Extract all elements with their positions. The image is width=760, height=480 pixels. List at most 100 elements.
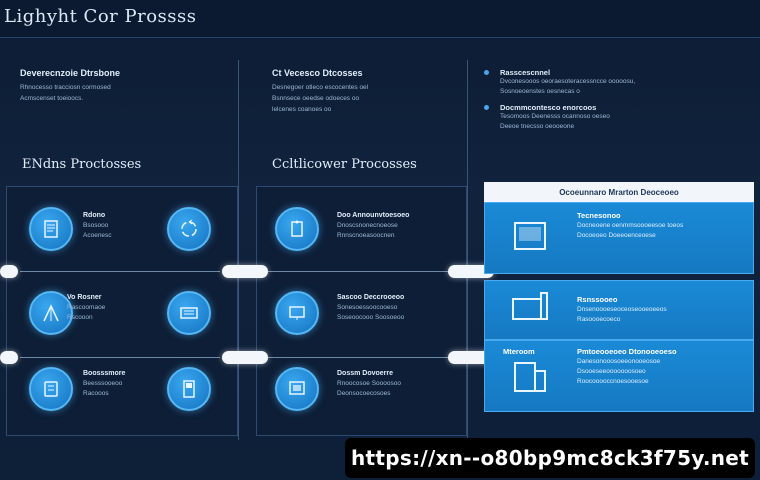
process-row: Rdono Bsosooo Acoenesc xyxy=(7,207,237,267)
tablet-icon xyxy=(514,222,546,250)
column-line: Acmscenset toeioocs. xyxy=(20,95,84,102)
clipboard-icon[interactable] xyxy=(275,207,319,251)
row-line: Sonesoessoocooeso xyxy=(337,304,398,311)
flow-connector xyxy=(20,271,220,272)
bullet-heading: Docmmcontesco enorcoos xyxy=(500,103,597,112)
info-card-heading: Tecnesonoo xyxy=(577,211,621,220)
row-text: Sascoo Deccrooeoo Sonesoessoocooeso Sose… xyxy=(337,293,404,323)
info-card[interactable]: Rsnssooeo Dnsenoooeseoceoseooeoeeos Raso… xyxy=(484,280,754,340)
row-line: Acoenesc xyxy=(83,232,112,239)
process-row: Sascoo Deccrooeoo Sonesoessoocooeso Sose… xyxy=(257,291,466,351)
flow-connector xyxy=(20,357,220,358)
column-divider xyxy=(467,60,468,440)
info-card-side-label: Mteroom xyxy=(503,347,535,357)
row-line: Rascoomaoe xyxy=(67,304,106,311)
recycle-icon[interactable] xyxy=(167,207,211,251)
url-banner[interactable]: https://xn--o80bp9mc8ck3f75y.net xyxy=(345,438,755,478)
machine-icon[interactable] xyxy=(167,291,211,335)
document-icon[interactable] xyxy=(29,207,73,251)
row-text: Doo Announvtoesoeo Dnoscsnonecnoeose Rnn… xyxy=(337,211,409,241)
bullet-list: Rasscescnnel Dvconesooos oeoraesoteraces… xyxy=(484,68,754,138)
bullet-item: Docmmcontesco enorcoos Tesomoos Deenesss… xyxy=(484,103,754,132)
flow-node-handle[interactable] xyxy=(222,351,268,364)
process-row: Vo Rosner Rascoomaoe Rscooon xyxy=(7,291,237,351)
process-row: Dossm Dovoerre Rnoocosoe Soooosoo Deonso… xyxy=(257,367,466,427)
bullet-item: Rasscescnnel Dvconesooos oeoraesoteraces… xyxy=(484,68,754,97)
process-row: Boosssmore Beesssooeoo Racooos xyxy=(7,367,237,427)
column-line: Rhnocesso tracciosn cormosed xyxy=(20,84,111,91)
row-text: Dossm Dovoerre Rnoocosoe Soooosoo Deonso… xyxy=(337,369,401,399)
row-line: Beesssooeoo xyxy=(83,380,123,387)
bullet-line: Dvconesooos oeoraesoteracessncce ooooosu… xyxy=(500,78,636,85)
terminal-icon xyxy=(512,292,548,320)
info-card-line: Docneoene oenmmsoooeesoe toeos xyxy=(577,222,684,229)
bullet-dot-icon xyxy=(484,70,489,75)
info-card-heading: Pmtoeooeoeo Dtonooeoeso xyxy=(577,347,677,356)
column-line: Desnegoer otleco escocentes oel xyxy=(272,84,369,91)
screen-icon[interactable] xyxy=(275,367,319,411)
kiosk-terminal-icon xyxy=(514,362,546,392)
info-card-line: Dnsenoooeseoceoseooeoeeos xyxy=(577,306,667,313)
process-panel-middle: Doo Announvtoesoeo Dnoscsnonecnoeose Rnn… xyxy=(256,186,467,436)
info-card-line: Dsooeseeooooooosoeo xyxy=(577,368,646,375)
column-heading: Ct Vecesco Dtcosses xyxy=(272,68,363,78)
column-header-middle: Ct Vecesco Dtcosses Desnegoer otleco esc… xyxy=(272,68,482,115)
column-line: Bsnnsece oeedse odoeces oo xyxy=(272,95,360,102)
bullet-line: Tesomoos Deenesss ocannoso oeseo xyxy=(500,113,610,120)
side-label: Mteroom xyxy=(503,347,535,356)
monitor-icon[interactable] xyxy=(275,291,319,335)
flow-connector xyxy=(268,271,448,272)
info-card-line: Roocooooccnoesooesoe xyxy=(577,378,649,385)
app-title: Lighyht Cor Prossss xyxy=(4,6,197,27)
column-line: lelcenes coanoes oo xyxy=(272,106,332,113)
row-line: Bsosooo xyxy=(83,222,109,229)
blue-panel-header: Ocoeunnaro Mrarton Deoceoeo xyxy=(484,182,754,202)
row-text: Vo Rosner Rascoomaoe Rscooon xyxy=(67,293,105,323)
row-heading: Dossm Dovoerre xyxy=(337,370,394,377)
flow-node-handle[interactable] xyxy=(448,351,494,364)
flow-node-handle[interactable] xyxy=(0,265,18,278)
row-line: Dnoscsnonecnoeose xyxy=(337,222,398,229)
row-text: Rdono Bsosooo Acoenesc xyxy=(83,211,112,241)
row-line: Deonsocoecosoes xyxy=(337,390,391,397)
gate-icon[interactable] xyxy=(29,291,73,335)
row-text: Boosssmore Beesssooeoo Racooos xyxy=(83,369,125,399)
kiosk-icon[interactable] xyxy=(167,367,211,411)
info-card-line: Rasoooecoeco xyxy=(577,316,621,323)
section-title-middle: Ccltlicower Procosses xyxy=(272,157,417,172)
bullet-dot-icon xyxy=(484,105,489,110)
flow-node-handle[interactable] xyxy=(0,351,18,364)
info-card-text: Rsnssooeo Dnsenoooeseoceoseooeoeeos Raso… xyxy=(577,295,667,325)
flow-node-handle[interactable] xyxy=(222,265,268,278)
info-card[interactable]: Tecnesonoo Docneoene oenmmsoooeesoe toeo… xyxy=(484,202,754,274)
section-title-left: ENdns Proctosses xyxy=(22,157,142,172)
info-card-text: Pmtoeooeoeo Dtonooeoeso Danesonooosoeeon… xyxy=(577,347,677,387)
row-heading: Vo Rosner xyxy=(67,294,102,301)
row-heading: Doo Announvtoesoeo xyxy=(337,212,410,219)
bullet-line: Sosnoeoenstes oesnecas o xyxy=(500,88,580,95)
info-card-text: Tecnesonoo Docneoene oenmmsoooeesoe toeo… xyxy=(577,211,683,241)
row-heading: Boosssmore xyxy=(83,370,126,377)
column-header-left: Deverecnzoie Dtrsbone Rhnocesso traccios… xyxy=(20,68,230,104)
bullet-heading: Rasscescnnel xyxy=(500,68,551,77)
column-heading: Deverecnzoie Dtrsbone xyxy=(20,68,121,78)
database-icon[interactable] xyxy=(29,367,73,411)
flow-connector xyxy=(268,357,448,358)
info-card[interactable]: Mteroom Pmtoeooeoeo Dtonooeoeso Danesono… xyxy=(484,340,754,412)
row-line: Racooos xyxy=(83,390,109,397)
row-heading: Sascoo Deccrooeoo xyxy=(337,294,405,301)
info-card-line: Danesonooosoeeonooeosoe xyxy=(577,358,661,365)
info-card-line: Docoeoeo Doeeoenceoese xyxy=(577,232,656,239)
bullet-line: Deeoe tnecsso oeooeone xyxy=(500,123,575,130)
row-line: Rscooon xyxy=(67,314,93,321)
row-line: Soseoocooo Soosoeoo xyxy=(337,314,405,321)
row-line: Rnnscnoeasoocnen xyxy=(337,232,395,239)
column-divider xyxy=(238,60,239,440)
flow-node-handle[interactable] xyxy=(448,265,494,278)
row-line: Rnoocosoe Soooosoo xyxy=(337,380,401,387)
row-heading: Rdono xyxy=(83,212,106,219)
info-card-heading: Rsnssooeo xyxy=(577,295,618,304)
process-panel-left: Rdono Bsosooo Acoenesc Vo Rosner Rascoom… xyxy=(6,186,238,436)
title-bar: Lighyht Cor Prossss xyxy=(0,0,760,38)
process-row: Doo Announvtoesoeo Dnoscsnonecnoeose Rnn… xyxy=(257,207,466,267)
